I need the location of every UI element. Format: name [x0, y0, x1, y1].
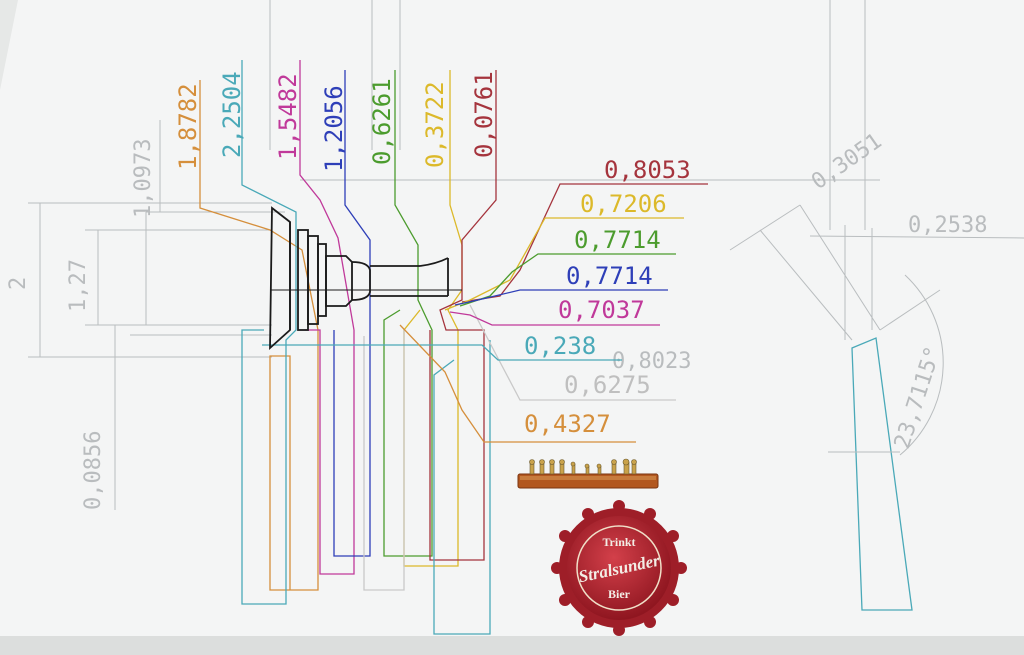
vertical-leaders	[199, 60, 676, 635]
faint-dim-left-top: 1,0973	[131, 139, 156, 218]
part-profile-drawing	[269, 206, 462, 351]
faint-dim-right-side: 0,2538	[908, 213, 987, 238]
table-edge	[0, 636, 1024, 655]
faint-dim-left-mid: 1,27	[66, 259, 91, 312]
dim-vertical-teal: 2,2504	[218, 71, 246, 158]
dim-horizontal-magenta: 0,7037	[558, 296, 645, 324]
cap-text-bottom: Bier	[608, 587, 631, 601]
faint-dim-gray-mid: 0,8023	[612, 349, 691, 374]
dim-horizontal-darkred: 0,8053	[604, 156, 691, 184]
dim-vertical-green: 0,6261	[368, 78, 396, 165]
dim-vertical-orange: 1,8782	[174, 83, 202, 170]
bottle-cap-icon: Trinkt Stralsunder Bier	[551, 500, 687, 636]
horizontal-leaders	[262, 183, 708, 443]
dim-horizontal-blue: 0,7714	[566, 262, 653, 290]
faint-construction-lines	[28, 0, 880, 510]
dim-horizontal-orange: 0,4327	[524, 410, 611, 438]
dim-vertical-yellow: 0,3722	[421, 81, 449, 168]
dim-horizontal-teal: 0,238	[524, 332, 596, 360]
dim-horizontal-gray: 0,6275	[564, 371, 651, 399]
dim-horizontal-yellow: 0,7206	[580, 190, 667, 218]
dim-vertical-magenta: 1,5482	[274, 73, 302, 160]
faint-dim-left-low: 0,0856	[81, 431, 106, 510]
wooden-strip-icon	[517, 458, 659, 489]
faint-dim-left-height: 2	[6, 277, 31, 290]
cap-text-top: Trinkt	[602, 535, 635, 549]
dim-vertical-darkred: 0,0761	[470, 71, 498, 158]
dim-horizontal-green: 0,7714	[574, 226, 661, 254]
right-tool-sketch	[729, 204, 1024, 611]
dim-vertical-blue: 1,2056	[320, 85, 348, 172]
